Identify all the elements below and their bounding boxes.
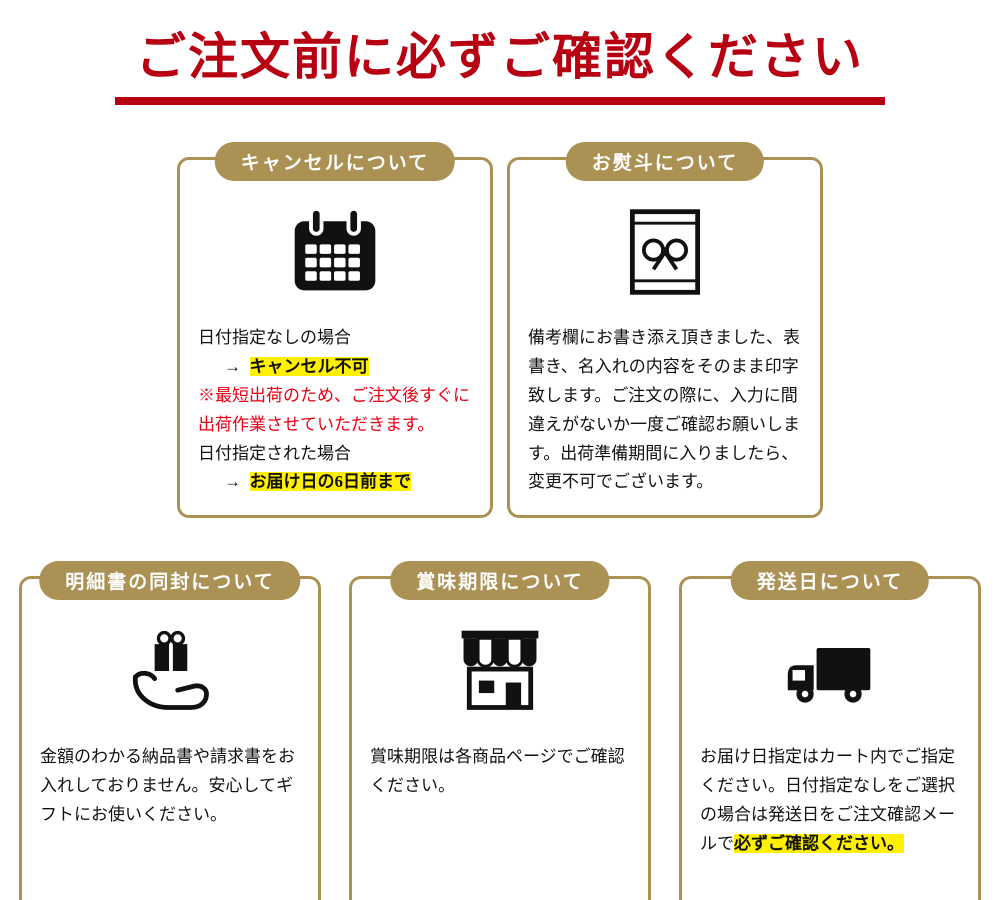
row-top: キャンセルについて 日付指定なしの場合 → キャンセル不可 [0,142,1000,519]
storefront-icon [370,623,630,723]
card-expiry-body: 賞味期限は各商品ページでご確認ください。 [370,747,625,796]
cancel-case1-result: キャンセル不可 [249,356,369,376]
card-expiry-header: 賞味期限について [390,561,610,601]
card-noshi-body: 備考欄にお書き添え頂きました、表書き、名入れの内容をそのまま印字致します。ご注文… [528,328,800,492]
calendar-icon [198,204,472,304]
noshi-gift-wrap-icon [528,204,802,304]
row-bottom: 明細書の同封について 金額のわかる納品書や請求書をお入れしておりません。安心して… [0,561,1000,900]
arrow-glyph: → [224,472,241,492]
page-title: ご注文前に必ずご確認ください [136,29,864,85]
truck-icon [700,623,960,723]
cancel-case2-label: 日付指定された場合 [198,443,351,463]
card-shipping-body: お届け日指定はカート内でご指定ください。日付指定なしをご選択の場合は発送日をご注… [700,743,960,859]
cancel-case1-line: → キャンセル不可 [198,353,472,382]
title-underline [115,97,885,105]
card-expiry: 賞味期限について 賞味期限は各商品ページでご確認ください。 [349,561,651,900]
gift-hand-icon [40,623,300,723]
card-shipping-header: 発送日について [730,561,930,601]
card-noshi-header: お熨斗について [565,142,765,181]
card-cancellation-body: 日付指定なしの場合 → キャンセル不可 ※最短出荷のため、ご注文後すぐに出荷作業… [198,324,472,497]
card-noshi: お熨斗について 備考欄にお書き添え頂きました、表書き、名入れの内容をそのまま印字… [507,142,823,519]
shipping-text: お届け日指定はカート内でご指定ください。日付指定なしをご選択の場合は発送日をご注… [700,747,955,854]
title-section: ご注文前に必ずご確認ください [0,0,1000,105]
card-cancellation: キャンセルについて 日付指定なしの場合 → キャンセル不可 [177,142,493,519]
card-invoice: 明細書の同封について 金額のわかる納品書や請求書をお入れしておりません。安心して… [19,561,321,900]
arrow-glyph: → [224,356,241,376]
card-invoice-body: 金額のわかる納品書や請求書をお入れしておりません。安心してギフトにお使いください… [40,747,295,825]
cancel-case2-result: お届け日の6日前まで [249,472,411,492]
shipping-text-highlight: 必ずご確認ください。 [734,834,904,854]
cancel-note: ※最短出荷のため、ご注文後すぐに出荷作業させていただきます。 [198,385,470,434]
card-shipping: 発送日について お届け日指定はカート内でご指定ください。日付指定なしをご選択の場… [679,561,981,900]
cancel-case2-line: → お届け日の6日前まで [198,468,472,497]
card-cancellation-header: キャンセルについて [214,142,456,181]
cancel-case1-label: 日付指定なしの場合 [198,328,351,347]
card-invoice-header: 明細書の同封について [39,561,301,601]
